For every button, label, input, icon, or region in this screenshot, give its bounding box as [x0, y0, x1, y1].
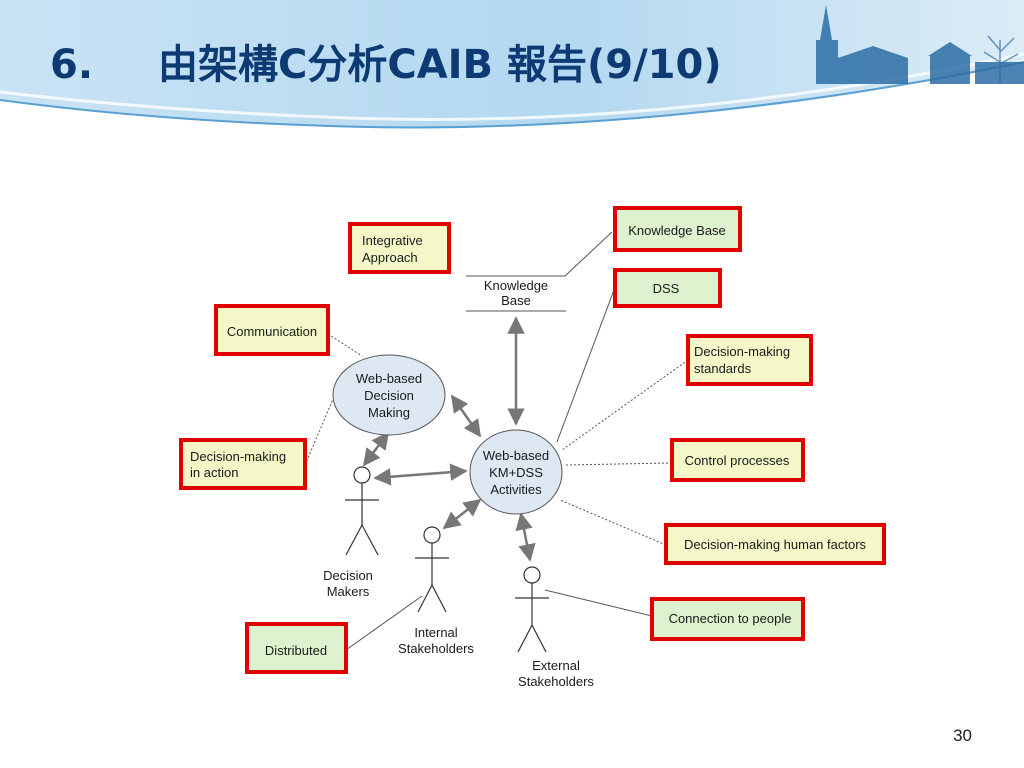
- external-stakeholders-label-1: External: [532, 658, 580, 673]
- web-decision-making-ellipse: [332, 354, 446, 436]
- church-silhouette-icon: [816, 5, 1024, 84]
- decision-making-label-3: Making: [368, 405, 410, 420]
- connection-to-people-box: Connection to people: [650, 597, 805, 641]
- decision-in-action-label-2: in action: [190, 465, 238, 480]
- communication-box: Communication: [214, 304, 330, 356]
- control-processes-label: Control processes: [685, 453, 790, 468]
- integrative-approach-label-1: Integrative: [362, 233, 423, 248]
- title-text: 由架構C分析CAIB 報告(9/10): [158, 42, 722, 88]
- knowledge-base-box: Knowledge Base: [613, 206, 742, 252]
- internal-stakeholders-label-1: Internal: [414, 625, 457, 640]
- distributed-box: Distributed: [245, 622, 348, 674]
- km-dss-label-3: Activities: [490, 482, 542, 497]
- human-factors-label: Decision-making human factors: [684, 537, 867, 552]
- distributed-label: Distributed: [265, 643, 327, 658]
- dss-box: DSS: [613, 268, 722, 308]
- external-stakeholders-label-2: Stakeholders: [518, 674, 594, 689]
- internal-stakeholders-figure-icon: [415, 526, 449, 613]
- decision-making-label-2: Decision: [364, 388, 414, 403]
- km-dss-activities-ellipse: [469, 429, 563, 515]
- knowledge-base-label-1: Knowledge: [484, 278, 548, 293]
- flow-arrows: [362, 316, 536, 562]
- page-number: 30: [953, 726, 972, 745]
- decision-making-label-1: Web-based: [356, 371, 422, 386]
- integrative-approach-label-2: Approach: [362, 250, 418, 265]
- control-processes-box: Control processes: [670, 438, 805, 482]
- dss-box-label: DSS: [653, 281, 680, 296]
- decision-in-action-label-1: Decision-making: [190, 449, 286, 464]
- decision-making-in-action-box: Decision-making in action: [179, 438, 307, 490]
- km-dss-label-2: KM+DSS: [489, 465, 543, 480]
- tree-silhouette-icon: [983, 35, 1019, 84]
- standards-label-1: Decision-making: [694, 344, 790, 359]
- header-wave-decoration: [0, 0, 1024, 129]
- decision-makers-label-1: Decision: [323, 568, 373, 583]
- km-dss-label-1: Web-based: [483, 448, 549, 463]
- connection-label: Connection to people: [669, 611, 792, 626]
- internal-stakeholders-label-2: Stakeholders: [398, 641, 474, 656]
- knowledge-base-box-label: Knowledge Base: [628, 223, 726, 238]
- external-stakeholders-figure-icon: [515, 566, 549, 653]
- title-number: 6.: [50, 42, 94, 88]
- knowledge-base-store: [466, 275, 566, 312]
- knowledge-base-label-2: Base: [501, 293, 531, 308]
- human-factors-box: Decision-making human factors: [664, 523, 886, 565]
- decision-making-standards-box: Decision-making standards: [686, 334, 813, 386]
- standards-label-2: standards: [694, 361, 752, 376]
- communication-label: Communication: [227, 324, 317, 339]
- connector-lines: [304, 231, 689, 651]
- integrative-approach-box: Integrative Approach: [348, 222, 451, 274]
- decision-makers-label-2: Makers: [327, 584, 370, 599]
- decision-makers-figure-icon: [345, 466, 379, 556]
- slide-title: 6. 由架構C分析CAIB 報告(9/10): [50, 32, 722, 90]
